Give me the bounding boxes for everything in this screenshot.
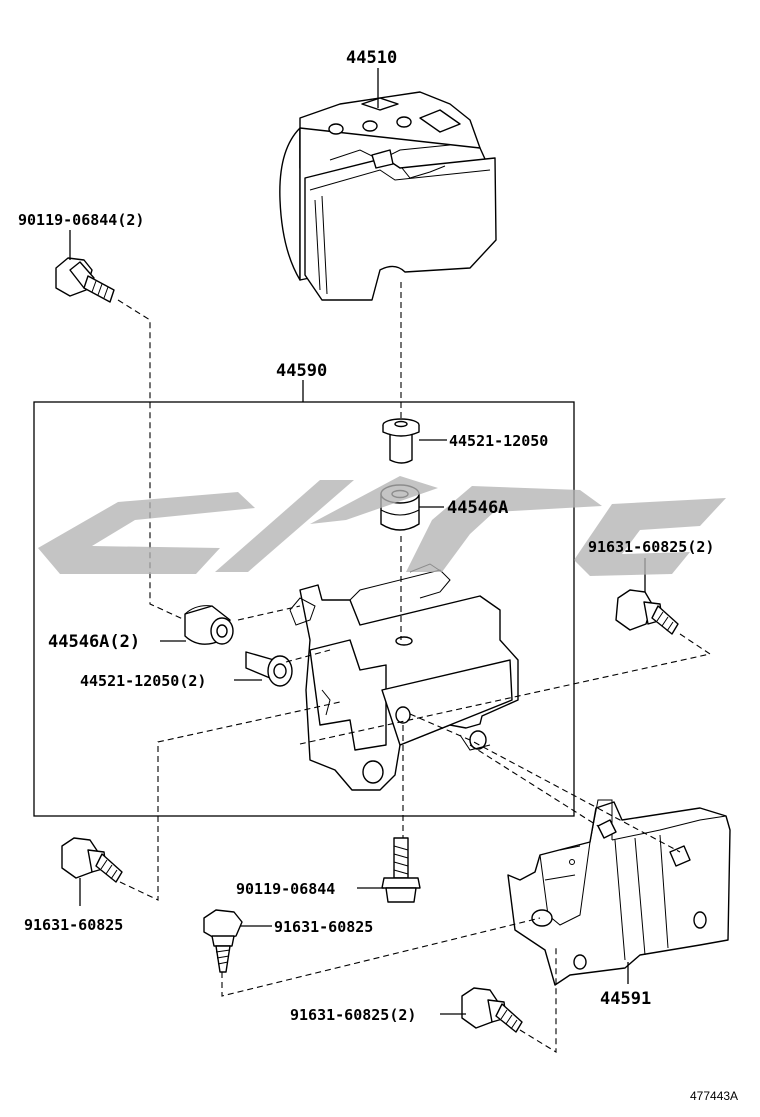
- collar-top: [382, 418, 420, 464]
- cushion-left: [184, 605, 234, 645]
- label-44591: 44591: [600, 989, 651, 1009]
- label-collar-left: 44521-12050(2): [80, 672, 206, 690]
- label-cushion-top: 44546A: [447, 498, 508, 518]
- bolt-bottom-mid: [203, 909, 243, 973]
- bolt-right: [615, 589, 679, 635]
- bolt-bottom-left: [61, 837, 123, 883]
- abs-actuator-44510: [279, 91, 497, 301]
- label-cushion-left: 44546A(2): [48, 632, 140, 652]
- watermark-logo: [38, 476, 726, 576]
- label-collar-top: 44521-12050: [449, 432, 548, 450]
- collar-left: [245, 651, 293, 687]
- diagram-code: 477443A: [690, 1089, 738, 1103]
- label-bolt-bottom-mid: 91631-60825: [274, 918, 373, 936]
- label-bolt-bottom-center: 90119-06844: [236, 880, 335, 898]
- bracket-44591: [507, 799, 731, 986]
- bolt-bottom-center: [381, 837, 421, 903]
- assembly-frame: [33, 401, 575, 817]
- bracket-44590: [289, 563, 519, 791]
- label-bolt-bottom-right: 91631-60825(2): [290, 1006, 416, 1024]
- label-bolt-right: 91631-60825(2): [588, 538, 714, 556]
- bolt-bottom-right: [461, 987, 523, 1033]
- label-44590: 44590: [276, 361, 327, 381]
- assembly-lines: [117, 282, 712, 1053]
- bolt-top-left: [55, 257, 115, 303]
- label-bolt-top-left: 90119-06844(2): [18, 211, 144, 229]
- label-bolt-bottom-left: 91631-60825: [24, 916, 123, 934]
- label-44510: 44510: [346, 48, 397, 68]
